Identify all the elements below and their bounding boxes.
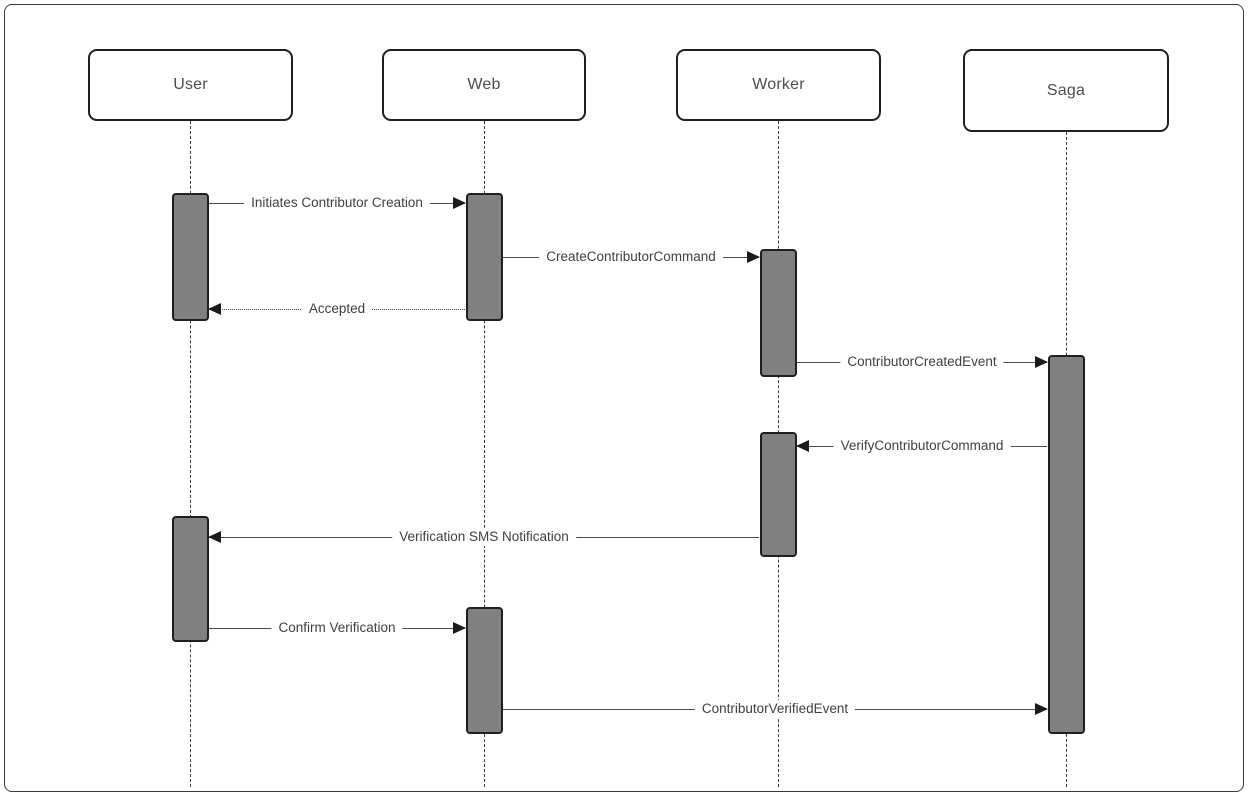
arrowhead-left-icon	[796, 440, 809, 452]
diagram-frame: User Web Worker Saga Initiates Contributor …	[4, 4, 1244, 792]
activation-bar-worker[interactable]	[760, 249, 797, 377]
arrowhead-right-icon	[747, 251, 760, 263]
activation-bar-web[interactable]	[466, 193, 503, 321]
message-label: CreateContributorCommand	[539, 248, 723, 266]
activation-bar-web[interactable]	[466, 607, 503, 734]
participant-label-user: User	[173, 76, 208, 93]
participant-box-web[interactable]: Web	[382, 49, 586, 121]
message-label: Accepted	[301, 300, 373, 318]
arrowhead-left-icon	[208, 531, 221, 543]
participant-box-user[interactable]: User	[88, 49, 293, 121]
lifeline-user	[190, 121, 191, 787]
message-label: Initiates Contributor Creation	[244, 194, 430, 212]
arrowhead-right-icon	[453, 197, 466, 209]
activation-bar-saga[interactable]	[1048, 355, 1085, 734]
message-label: Confirm Verification	[271, 619, 403, 637]
arrowhead-left-icon	[208, 303, 221, 315]
arrowhead-right-icon	[1035, 356, 1048, 368]
arrowhead-right-icon	[1035, 703, 1048, 715]
participant-label-worker: Worker	[752, 76, 805, 93]
participant-box-worker[interactable]: Worker	[676, 49, 881, 121]
participant-label-saga: Saga	[1046, 81, 1086, 99]
message-label: ContributorCreatedEvent	[840, 353, 1004, 371]
message-label: Verification SMS Notification	[392, 528, 576, 546]
activation-bar-user[interactable]	[172, 193, 209, 321]
participant-box-saga[interactable]: Saga	[963, 49, 1169, 132]
activation-bar-user[interactable]	[172, 516, 209, 642]
message-label: ContributorVerifiedEvent	[694, 700, 856, 718]
message-label: VerifyContributorCommand	[833, 437, 1011, 455]
arrowhead-right-icon	[453, 622, 466, 634]
participant-label-web: Web	[467, 76, 501, 93]
lifeline-web	[484, 121, 485, 787]
activation-bar-worker[interactable]	[760, 432, 797, 557]
